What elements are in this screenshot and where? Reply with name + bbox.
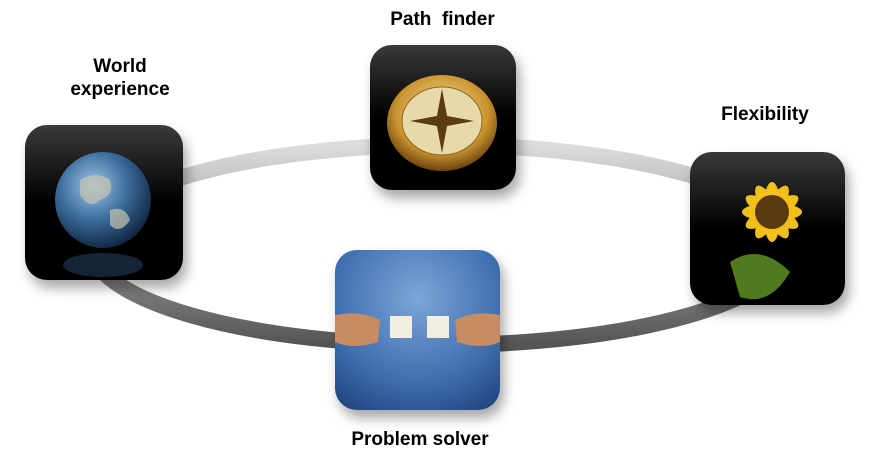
sunflower-icon bbox=[690, 152, 845, 305]
label-problem-solver: Problem solver bbox=[351, 429, 489, 450]
puzzle-hands-icon bbox=[335, 250, 500, 410]
label-line: World bbox=[93, 56, 147, 77]
compass-icon bbox=[370, 45, 516, 190]
label-path-finder: Path finder bbox=[390, 9, 495, 30]
globe-icon bbox=[25, 125, 183, 280]
label-world-experience: World experience bbox=[40, 55, 200, 101]
label-line: experience bbox=[70, 79, 170, 100]
label-flexibility: Flexibility bbox=[721, 104, 809, 125]
